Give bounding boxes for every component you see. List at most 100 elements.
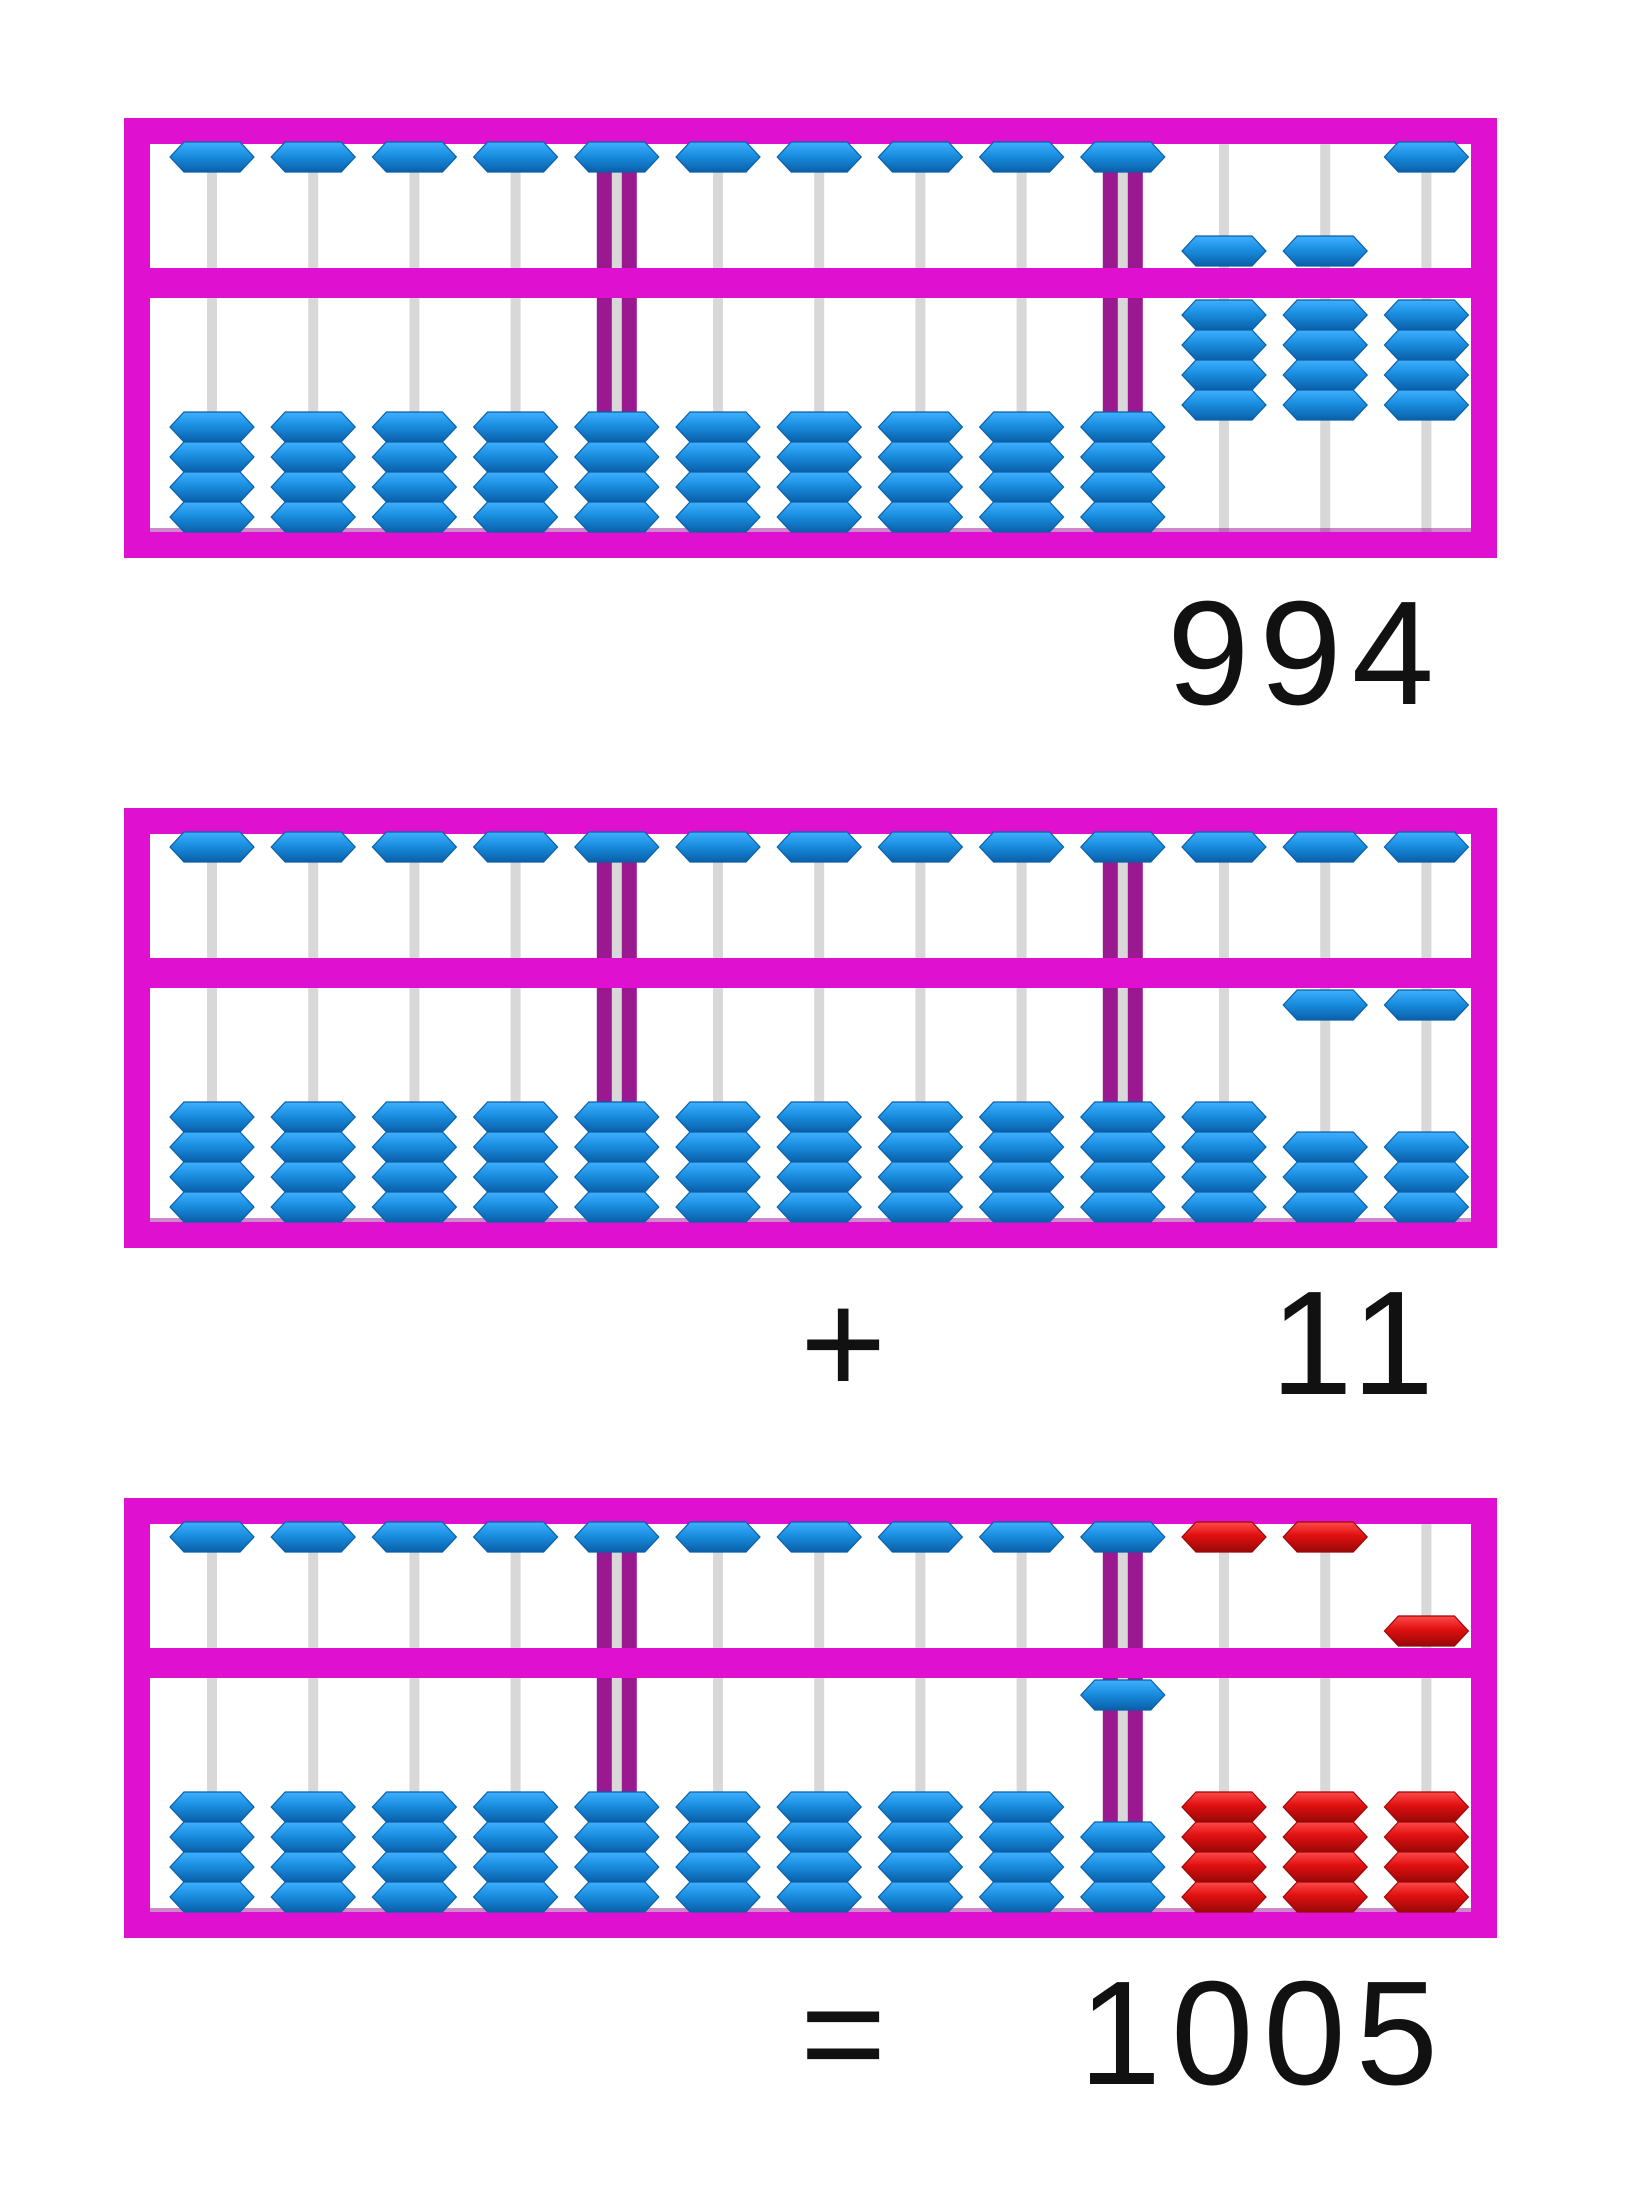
earth-bead — [675, 501, 761, 533]
abacus-rod — [207, 144, 217, 532]
heaven-bead — [776, 141, 863, 173]
earth-bead — [675, 1191, 761, 1223]
heaven-bead — [573, 1521, 660, 1553]
abacus-rod — [713, 834, 723, 1222]
earth-bead — [371, 501, 458, 533]
second-addend-number: 11 — [1270, 1261, 1444, 1426]
reckoning-bar — [124, 1648, 1497, 1678]
heaven-bead — [776, 1521, 863, 1553]
abacus-rod — [1016, 834, 1027, 1222]
earth-bead — [169, 1851, 255, 1883]
earth-bead — [978, 501, 1065, 533]
earth-bead — [573, 1791, 660, 1823]
heaven-bead — [1282, 235, 1369, 267]
abacus-rod — [915, 144, 926, 532]
heaven-bead — [1383, 1615, 1470, 1647]
abacus-rod — [814, 1524, 825, 1912]
earth-bead — [776, 1791, 863, 1823]
frame-right — [1471, 1498, 1497, 1938]
earth-bead — [270, 1821, 357, 1853]
heaven-bead — [675, 831, 761, 863]
abacus-rod — [510, 834, 521, 1222]
abacus-rod — [1320, 1524, 1331, 1912]
earth-bead — [573, 1851, 660, 1883]
abacus-rod — [915, 834, 926, 1222]
abacus-rod — [409, 144, 420, 532]
earth-bead — [978, 1791, 1065, 1823]
heaven-bead — [270, 1521, 357, 1553]
earth-bead — [1383, 389, 1470, 421]
heaven-bead — [1181, 1521, 1267, 1553]
earth-bead — [270, 1191, 357, 1223]
earth-bead — [1282, 989, 1369, 1021]
earth-bead — [1383, 1791, 1470, 1823]
earth-bead — [472, 1791, 559, 1823]
abacus-rod — [409, 1524, 420, 1912]
earth-bead — [573, 501, 660, 533]
earth-bead — [169, 1881, 255, 1913]
heaven-bead — [1383, 141, 1470, 173]
heaven-bead — [371, 1521, 458, 1553]
abacus-rod — [1016, 144, 1027, 532]
heaven-bead — [877, 141, 964, 173]
earth-bead — [675, 1851, 761, 1883]
frame-bottom — [124, 532, 1497, 558]
heaven-bead — [1383, 831, 1470, 863]
earth-bead — [573, 1191, 660, 1223]
earth-bead — [472, 1191, 559, 1223]
frame-left — [124, 118, 150, 558]
heaven-bead — [978, 141, 1065, 173]
earth-bead — [776, 1851, 863, 1883]
heaven-bead — [1181, 831, 1267, 863]
earth-bead — [1079, 501, 1166, 533]
heaven-bead — [472, 141, 559, 173]
earth-bead — [1383, 1191, 1470, 1223]
abacus-rod — [308, 834, 319, 1222]
earth-bead — [1282, 1851, 1369, 1883]
earth-bead — [270, 1851, 357, 1883]
earth-bead — [675, 1821, 761, 1853]
frame-bottom — [124, 1222, 1497, 1248]
heaven-bead — [573, 831, 660, 863]
heaven-bead — [1079, 831, 1166, 863]
heaven-bead — [877, 831, 964, 863]
earth-bead — [1079, 1851, 1166, 1883]
earth-bead — [776, 1821, 863, 1853]
sum-number: 1005 — [1078, 1951, 1448, 2116]
frame-top — [124, 808, 1497, 834]
earth-bead — [573, 1821, 660, 1853]
heaven-bead — [169, 1521, 255, 1553]
first-addend-number: 994 — [1167, 571, 1444, 736]
earth-bead — [1181, 389, 1267, 421]
earth-bead — [371, 1881, 458, 1913]
abacus-rod — [207, 834, 217, 1222]
earth-bead — [1079, 1881, 1166, 1913]
abacus-rod — [510, 1524, 521, 1912]
heaven-bead — [675, 141, 761, 173]
earth-bead — [270, 1791, 357, 1823]
earth-bead — [978, 1821, 1065, 1853]
abacus-rod — [713, 144, 723, 532]
earth-bead — [1181, 1791, 1267, 1823]
abacus-rod — [915, 1524, 926, 1912]
plus-operator: + — [800, 1261, 897, 1426]
abacus-rod — [611, 144, 622, 532]
earth-bead — [1383, 1881, 1470, 1913]
abacus-rod — [1421, 1524, 1432, 1912]
heaven-bead — [978, 1521, 1065, 1553]
earth-bead — [169, 1191, 255, 1223]
abacus-rod — [207, 1524, 217, 1912]
earth-bead — [675, 1791, 761, 1823]
heaven-bead — [573, 141, 660, 173]
heaven-bead — [371, 141, 458, 173]
earth-bead — [1383, 989, 1470, 1021]
abacus-rod — [1219, 834, 1229, 1222]
earth-bead — [1079, 1191, 1166, 1223]
abacus-rod — [1117, 144, 1128, 532]
earth-bead — [978, 1851, 1065, 1883]
earth-bead — [1383, 1851, 1470, 1883]
earth-bead — [371, 1191, 458, 1223]
heaven-bead — [675, 1521, 761, 1553]
